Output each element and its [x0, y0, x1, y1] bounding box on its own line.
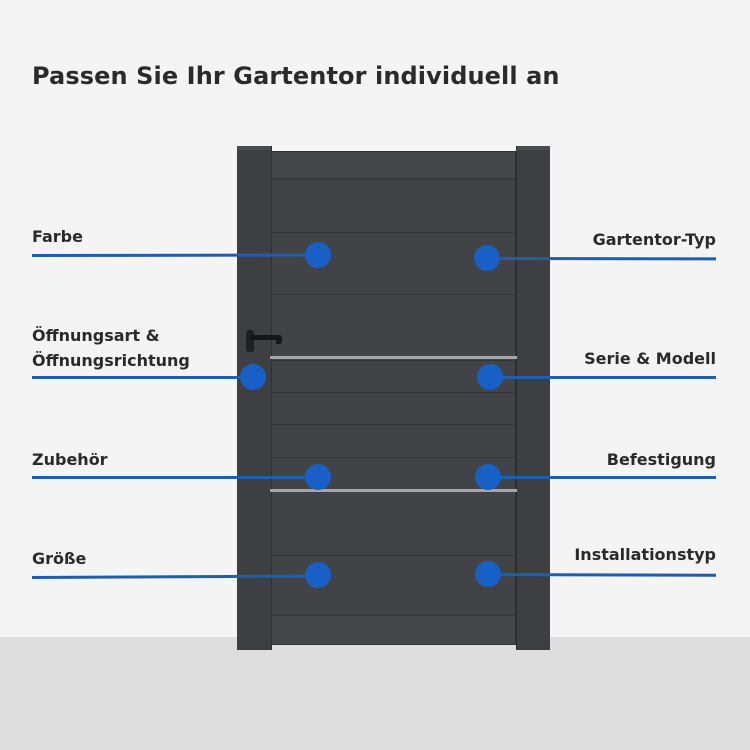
- hotspot-installationstyp[interactable]: [475, 561, 501, 587]
- pointer-line-oeffnungsart: [32, 376, 252, 379]
- hotspot-befestigung[interactable]: [475, 464, 501, 490]
- page-title: Passen Sie Ihr Gartentor individuell an: [32, 62, 560, 90]
- gate-frame-bottom: [272, 614, 515, 644]
- option-label-serie-modell[interactable]: Serie & Modell: [584, 349, 716, 368]
- door-handle-plate: [246, 330, 254, 352]
- hotspot-farbe[interactable]: [305, 242, 331, 268]
- gate-panel: [270, 151, 517, 645]
- hotspot-oeffnungsart[interactable]: [240, 364, 266, 390]
- gate-plank-seam: [272, 555, 515, 556]
- gate-post-right: [516, 146, 550, 650]
- option-label-installationstyp[interactable]: Installationstyp: [574, 545, 716, 564]
- floor-background: [0, 637, 750, 750]
- pointer-line-gartentor-typ: [487, 257, 717, 261]
- gate-plank-seam: [272, 392, 515, 393]
- option-label-gartentor-typ[interactable]: Gartentor-Typ: [592, 230, 716, 249]
- option-label-oeffnungsart-line1[interactable]: Öffnungsart &: [32, 326, 160, 345]
- gate-plank-seam: [272, 294, 515, 295]
- hotspot-zubehoer[interactable]: [305, 464, 331, 490]
- option-label-befestigung[interactable]: Befestigung: [606, 450, 716, 469]
- hotspot-groesse[interactable]: [305, 562, 331, 588]
- option-label-groesse[interactable]: Größe: [32, 549, 87, 568]
- pointer-line-zubehoer: [32, 476, 318, 479]
- pointer-line-befestigung: [488, 476, 716, 479]
- door-handle-icon: [250, 335, 282, 344]
- pointer-line-serie-modell: [490, 376, 716, 379]
- option-label-zubehoer[interactable]: Zubehör: [32, 450, 108, 469]
- gate-plank-seam: [272, 232, 515, 233]
- option-label-farbe[interactable]: Farbe: [32, 227, 83, 246]
- gate-plank-seam: [272, 457, 515, 458]
- gate-decor-bar: [270, 356, 517, 359]
- option-label-oeffnungsart-line2[interactable]: Öffnungsrichtung: [32, 351, 190, 370]
- gate-decor-bar: [270, 489, 517, 492]
- hotspot-gartentor-typ[interactable]: [474, 245, 500, 271]
- gate-plank-seam: [272, 360, 515, 361]
- pointer-line-farbe: [31, 253, 319, 257]
- gate-plank-seam: [272, 424, 515, 425]
- hotspot-serie-modell[interactable]: [477, 364, 503, 390]
- gate-frame-top: [272, 152, 515, 180]
